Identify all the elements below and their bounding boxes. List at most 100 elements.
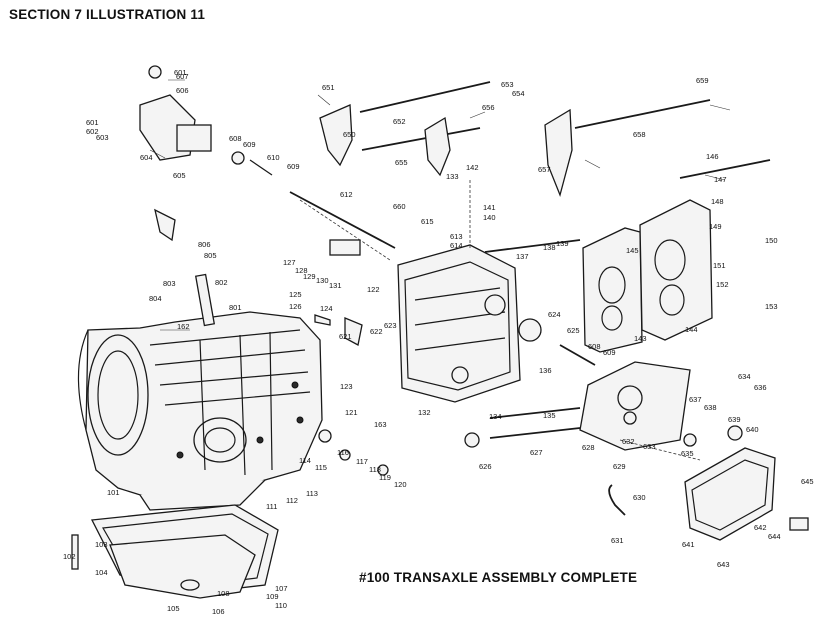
part-label: 162	[177, 322, 190, 331]
part-label: 625	[567, 326, 580, 335]
part-label: 633	[643, 442, 656, 451]
part-label: 653	[501, 80, 514, 89]
part-label: 643	[717, 560, 730, 569]
part-label: 138	[543, 243, 556, 252]
part-label: 658	[633, 130, 646, 139]
part-label: 141	[483, 203, 496, 212]
part-label: 609	[603, 348, 616, 357]
part-label: 126	[289, 302, 302, 311]
part-label: 631	[611, 536, 624, 545]
part-label: 627	[530, 448, 543, 457]
part-label: 119	[379, 473, 391, 482]
part-label: 610	[267, 153, 280, 162]
part-label: 805	[204, 251, 217, 260]
side-cover	[579, 361, 691, 451]
part-label: 606	[176, 86, 189, 95]
oil-pan	[71, 504, 279, 599]
part-label: 638	[704, 403, 717, 412]
part-label: 151	[713, 261, 726, 270]
part-label: 104	[95, 568, 108, 577]
part-label: 143	[634, 334, 647, 343]
small-parts	[154, 180, 743, 516]
part-label: 131	[329, 281, 342, 290]
part-label: 146	[706, 152, 719, 161]
part-label: 117	[356, 457, 368, 466]
middle-case	[397, 244, 521, 403]
part-label: 802	[215, 278, 228, 287]
part-label: 108	[217, 589, 230, 598]
part-label: 622	[370, 327, 383, 336]
part-label: 133	[446, 172, 459, 181]
part-label: 644	[768, 532, 781, 541]
part-label: 127	[283, 258, 296, 267]
part-label: 636	[754, 383, 767, 392]
part-label: 660	[393, 202, 406, 211]
part-label: 132	[418, 408, 431, 417]
part-label: 650	[343, 130, 356, 139]
part-label: 655	[395, 158, 408, 167]
part-label: 121	[345, 408, 358, 417]
part-label: 130	[316, 276, 329, 285]
part-label: 626	[479, 462, 492, 471]
part-label: 124	[320, 304, 333, 313]
part-label: 140	[483, 213, 496, 222]
part-label: 107	[275, 584, 288, 593]
part-label: 657	[538, 165, 551, 174]
part-label: 608	[588, 342, 601, 351]
part-label: 623	[384, 321, 397, 330]
part-label: 163	[374, 420, 387, 429]
part-label: 612	[340, 190, 353, 199]
part-label: 629	[613, 462, 626, 471]
part-label: 144	[685, 325, 698, 334]
part-label: 112	[286, 496, 298, 505]
part-label: 152	[716, 280, 729, 289]
part-label: 635	[681, 449, 694, 458]
part-label: 106	[212, 607, 225, 616]
part-label: 637	[689, 395, 702, 404]
transaxle-housing	[77, 311, 323, 511]
part-label: 129	[303, 272, 316, 281]
part-label: 153	[765, 302, 778, 311]
part-label: 115	[315, 463, 327, 472]
part-label: 601	[86, 118, 99, 127]
part-label: 148	[711, 197, 724, 206]
part-label: 103	[95, 540, 108, 549]
part-label: 640	[746, 425, 759, 434]
part-label: 601	[174, 68, 187, 77]
part-number-labels: 601	[174, 68, 187, 77]
part-label: 621	[339, 332, 352, 341]
part-label: 603	[96, 133, 109, 142]
part-label: 137	[516, 252, 529, 261]
part-label: 113	[306, 489, 318, 498]
part-label: 109	[266, 592, 279, 601]
part-label: 613	[450, 232, 463, 241]
part-label: 101	[107, 488, 120, 497]
part-label: 624	[548, 310, 561, 319]
part-label: 659	[696, 76, 709, 85]
part-label: 602	[86, 127, 99, 136]
part-label: 645	[801, 477, 814, 486]
part-label: 634	[738, 372, 751, 381]
part-label: 609	[287, 162, 300, 171]
part-label: 120	[394, 480, 407, 489]
part-label: 136	[539, 366, 552, 375]
part-label: 122	[367, 285, 380, 294]
part-label: 128	[295, 266, 308, 275]
part-label: 102	[63, 552, 76, 561]
part-label: 806	[198, 240, 211, 249]
part-label: 632	[622, 437, 635, 446]
bottom-cover	[684, 447, 809, 541]
part-label: 641	[682, 540, 695, 549]
part-label: 607	[176, 72, 189, 81]
part-label: 150	[765, 236, 778, 245]
part-label: 804	[149, 294, 162, 303]
assembly-caption: #100 TRANSAXLE ASSEMBLY COMPLETE	[359, 570, 638, 585]
part-label: 123	[340, 382, 353, 391]
part-label: 145	[626, 246, 639, 255]
part-label: 135	[543, 411, 556, 420]
part-label: 111	[266, 502, 278, 511]
part-label: 605	[173, 171, 186, 180]
part-label: 110	[275, 601, 287, 610]
